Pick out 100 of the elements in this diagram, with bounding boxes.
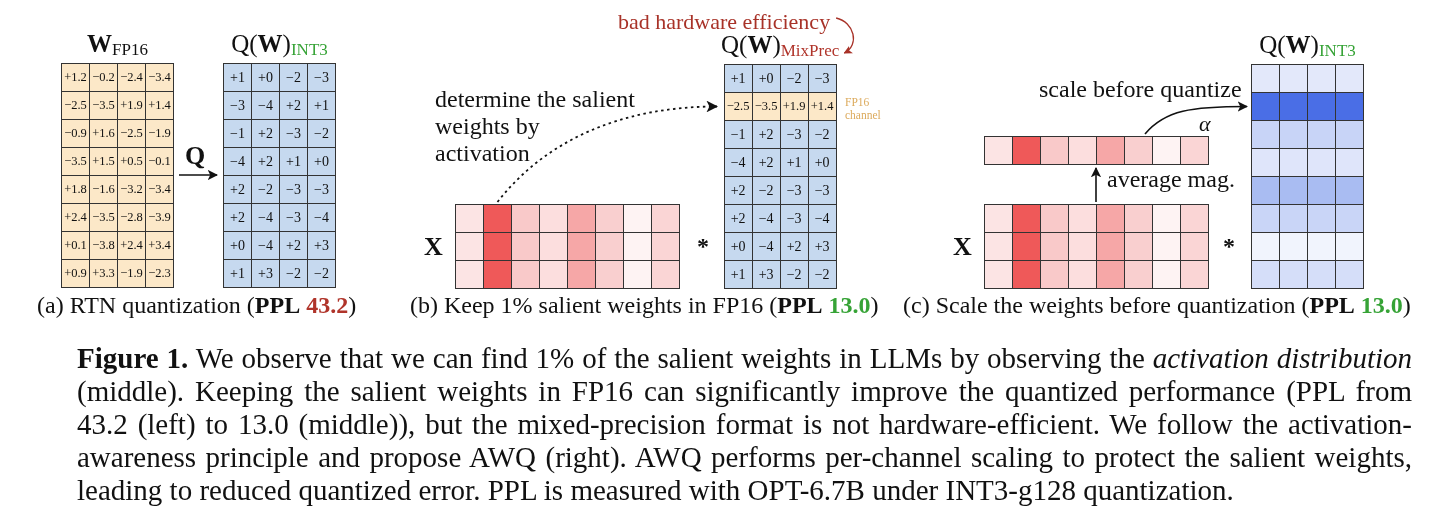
- weight-cell: +2: [280, 92, 307, 119]
- weight-cell: −2: [280, 64, 307, 91]
- weight-cell: −2.4: [118, 64, 145, 91]
- weight-cell: +0: [252, 64, 279, 91]
- matrix-label: Q(W)$_{INT3}$: [1259, 32, 1356, 57]
- weight-cell: +2: [752, 121, 780, 148]
- weight-cell: +1.6: [90, 120, 117, 147]
- weight-cell: −3.4: [146, 64, 173, 91]
- weight-cell: +1.9: [780, 93, 808, 120]
- subfigure-caption: (a) RTN quantization (PPL 43.2): [37, 293, 357, 317]
- weight-cell: +1: [280, 148, 307, 175]
- matrix-label: W$_{FP16}$: [87, 31, 148, 56]
- weight-cell: −1: [224, 120, 251, 147]
- weight-cell: −2: [752, 177, 780, 204]
- weight-cell: −2: [308, 120, 335, 147]
- multiply-sign: *: [1223, 234, 1235, 258]
- matrix-label: X: [424, 233, 443, 260]
- subfigure-caption: (c) Scale the weights before quantization (PPL 13.0): [903, 293, 1411, 317]
- weight-cell: −2: [808, 261, 836, 288]
- weight-cell: −4: [252, 232, 279, 259]
- weight-cell: +1.2: [62, 64, 89, 91]
- weight-matrix: [1251, 32, 1364, 289]
- weight-cell: −2: [808, 121, 836, 148]
- weight-cell: +1: [724, 261, 752, 288]
- weight-cell: −3.5: [90, 92, 117, 119]
- weight-cell: −3: [280, 204, 307, 231]
- weight-cell: −3: [780, 205, 808, 232]
- matrix-label: X: [953, 233, 972, 260]
- scale-vector: [984, 136, 1209, 165]
- alpha-symbol: α: [1199, 113, 1211, 135]
- weight-cell: −1.9: [118, 260, 145, 287]
- weight-cell: +2: [224, 176, 251, 203]
- weight-cell: +0: [752, 65, 780, 92]
- weight-cell: +1.4: [808, 93, 836, 120]
- weight-matrix: [721, 32, 840, 289]
- weight-cell: +3.3: [90, 260, 117, 287]
- weight-cell: +3.4: [146, 232, 173, 259]
- edge-label: average mag.: [1107, 167, 1235, 191]
- dashed-arrow: [496, 100, 719, 203]
- weight-cell: −3: [780, 177, 808, 204]
- weight-cell: −0.2: [90, 64, 117, 91]
- weight-cell: +0.1: [62, 232, 89, 259]
- weight-cell: −2: [252, 176, 279, 203]
- weight-cell: +2.4: [118, 232, 145, 259]
- weight-cell: +1.4: [146, 92, 173, 119]
- weight-cell: +0.5: [118, 148, 145, 175]
- weight-cell: −3: [280, 120, 307, 147]
- weight-cell: +3: [308, 232, 335, 259]
- weight-cell: −3.9: [146, 204, 173, 231]
- weight-cell: −4: [724, 149, 752, 176]
- weight-cell: +3: [808, 233, 836, 260]
- weight-cell: −4: [808, 205, 836, 232]
- figure-caption: Figure 1. We observe that we can find 1% of the salient weights in LLMs by observing the activation distribution (middle). Keeping the salient weights in FP16 can significantly improve the quantized performance (PPL from 43.2 (left) to 13.0 (middle)), but the mixed-precision format is not hardware-efficient. We follow the activation-awareness principle and propose AWQ (right). AWQ performs per-channel scaling to protect the salient weights, leading to reduced quantized error. PPL is measured with OPT-6.7B under INT3-g128 quantization.: [77, 342, 1412, 507]
- weight-cell: +2: [224, 204, 251, 231]
- arrow: [1090, 166, 1102, 203]
- weight-cell: −3.4: [146, 176, 173, 203]
- weight-cell: −2: [308, 260, 335, 287]
- weight-cell: +1: [724, 65, 752, 92]
- weight-cell: −1.6: [90, 176, 117, 203]
- weight-cell: −2.8: [118, 204, 145, 231]
- weight-cell: −2: [780, 65, 808, 92]
- arrow: [1144, 101, 1249, 135]
- weight-cell: −4: [752, 205, 780, 232]
- weight-cell: −2: [780, 261, 808, 288]
- weight-cell: −0.1: [146, 148, 173, 175]
- weight-cell: −3: [308, 64, 335, 91]
- weight-cell: −2.5: [118, 120, 145, 147]
- weight-cell: +2: [780, 233, 808, 260]
- weight-cell: −4: [752, 233, 780, 260]
- weight-cell: −3: [808, 177, 836, 204]
- edge-label: Q: [185, 143, 206, 169]
- weight-cell: −2.3: [146, 260, 173, 287]
- weight-cell: −4: [224, 148, 251, 175]
- weight-cell: +2.4: [62, 204, 89, 231]
- weight-cell: −1.9: [146, 120, 173, 147]
- weight-cell: −2.5: [724, 93, 752, 120]
- weight-cell: +1: [308, 92, 335, 119]
- weight-cell: −4: [252, 204, 279, 231]
- edge-label: determine the salient weights by activation: [435, 86, 636, 167]
- weight-matrix: [223, 31, 336, 288]
- weight-cell: −2: [280, 260, 307, 287]
- weight-cell: +1.5: [90, 148, 117, 175]
- weight-cell: +0: [308, 148, 335, 175]
- weight-cell: +3: [252, 260, 279, 287]
- weight-cell: +1: [780, 149, 808, 176]
- weight-cell: +1: [224, 260, 251, 287]
- multiply-sign: *: [697, 234, 709, 258]
- weight-cell: +0: [224, 232, 251, 259]
- weight-cell: −3: [780, 121, 808, 148]
- weight-cell: +1: [224, 64, 251, 91]
- weight-cell: −3.2: [118, 176, 145, 203]
- weight-cell: +2: [724, 177, 752, 204]
- annotation-text: bad hardware efficiency: [618, 11, 831, 33]
- weight-cell: +1.9: [118, 92, 145, 119]
- activation-matrix: [953, 204, 1209, 289]
- weight-cell: +3: [752, 261, 780, 288]
- subfigure-caption: (b) Keep 1% salient weights in FP16 (PPL 13.0): [410, 293, 879, 317]
- weight-cell: −2.5: [62, 92, 89, 119]
- weight-cell: +0: [808, 149, 836, 176]
- edge-label: scale before quantize: [1039, 77, 1242, 101]
